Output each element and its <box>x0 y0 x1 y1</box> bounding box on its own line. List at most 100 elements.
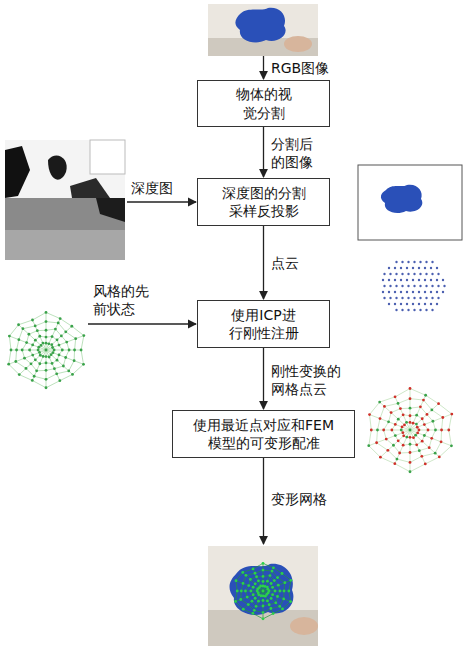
cloud-point <box>407 285 409 287</box>
mesh-node <box>450 413 453 416</box>
mesh-node <box>38 362 41 365</box>
mesh-node <box>266 600 269 603</box>
deformed-mesh <box>234 562 292 620</box>
flow-arrow <box>263 226 264 299</box>
mesh-spoke <box>46 350 81 351</box>
mesh-node <box>15 349 18 352</box>
mesh-node <box>289 600 292 603</box>
mesh-node <box>47 342 50 345</box>
mesh-node <box>51 346 54 349</box>
mesh-node <box>48 356 51 359</box>
mesh-node <box>8 335 11 338</box>
mesh-node <box>45 378 48 381</box>
cloud-point <box>395 285 397 287</box>
mesh-spoke <box>19 325 46 350</box>
mesh-node <box>402 413 405 416</box>
mesh-node <box>7 363 10 366</box>
cloud-point <box>400 291 402 293</box>
flow-arrow <box>127 201 196 202</box>
mesh-node <box>249 578 252 581</box>
cloud-point <box>382 279 384 281</box>
cloud-point <box>442 279 444 281</box>
mesh-node <box>450 444 453 447</box>
process-box: 深度图的分割 采样反投影 <box>197 178 330 226</box>
cloud-point <box>412 267 414 269</box>
mesh-spoke <box>46 350 83 364</box>
mesh-node <box>67 370 70 373</box>
mesh-spoke <box>410 395 426 430</box>
mesh-node <box>262 599 265 602</box>
cloud-point <box>419 309 421 311</box>
mesh-node <box>376 429 379 432</box>
mesh-node <box>409 387 412 390</box>
mesh-node <box>379 417 382 420</box>
mesh-node <box>45 311 48 314</box>
illustration-part <box>5 140 125 198</box>
mesh-node <box>250 590 253 593</box>
cloud-point <box>388 291 390 293</box>
mesh-node <box>28 349 31 352</box>
mesh-node <box>34 325 37 328</box>
mesh-node <box>57 321 60 324</box>
illustration-part <box>5 230 125 260</box>
mesh-spoke <box>263 591 291 602</box>
mesh-node <box>279 590 282 593</box>
mesh-ring <box>377 399 443 463</box>
cloud-point <box>406 291 408 293</box>
mesh-node <box>42 355 45 358</box>
cloud-point <box>436 279 438 281</box>
mesh-node <box>45 355 48 358</box>
illustration-part <box>284 36 312 52</box>
mesh-spoke <box>46 326 72 350</box>
mesh-node <box>262 575 265 578</box>
cloud-point <box>383 297 385 299</box>
mesh-node <box>23 357 26 360</box>
mesh-node <box>412 436 415 439</box>
mesh-node <box>434 452 437 455</box>
mesh-node <box>64 356 67 359</box>
mesh-node <box>17 323 20 326</box>
mesh-node <box>10 349 13 352</box>
cloud-point <box>401 261 403 263</box>
mesh-node <box>394 434 397 437</box>
mesh-node <box>45 320 48 323</box>
illustration-part <box>5 198 125 260</box>
illustration-part <box>290 617 318 635</box>
cloud-point <box>412 279 414 281</box>
mesh-node <box>50 343 53 346</box>
mesh-node <box>25 341 28 344</box>
cloud-point <box>394 279 396 281</box>
cloud-point <box>442 291 444 293</box>
cloud-point <box>394 303 396 305</box>
mesh-node <box>424 463 427 466</box>
process-box: 使用ICP进 行刚性注册 <box>197 300 330 348</box>
mesh-node <box>432 420 435 423</box>
cloud-point <box>437 297 439 299</box>
mesh-node <box>45 386 48 389</box>
mesh-node <box>55 372 58 375</box>
mesh-node <box>405 421 408 424</box>
mesh-node <box>421 417 424 420</box>
cloud-point <box>431 297 433 299</box>
mesh-node <box>27 333 30 336</box>
mesh-spoke <box>237 591 263 592</box>
illustration-part <box>208 546 318 646</box>
cloud-point <box>401 273 403 275</box>
mesh-node <box>73 359 76 362</box>
cloud-point <box>436 267 438 269</box>
mesh-node <box>409 461 412 464</box>
flow-arrow <box>263 56 264 79</box>
mesh-node <box>423 423 426 426</box>
mesh-node <box>397 439 400 442</box>
flow-arrow <box>263 458 264 544</box>
mesh-node <box>281 608 284 611</box>
mesh-node <box>235 579 238 582</box>
cloud-point <box>430 303 432 305</box>
mesh-node <box>271 593 274 596</box>
mesh-spoke <box>46 319 60 350</box>
mesh-node <box>71 373 74 376</box>
mesh-node <box>56 338 59 341</box>
mesh-node <box>272 566 275 569</box>
